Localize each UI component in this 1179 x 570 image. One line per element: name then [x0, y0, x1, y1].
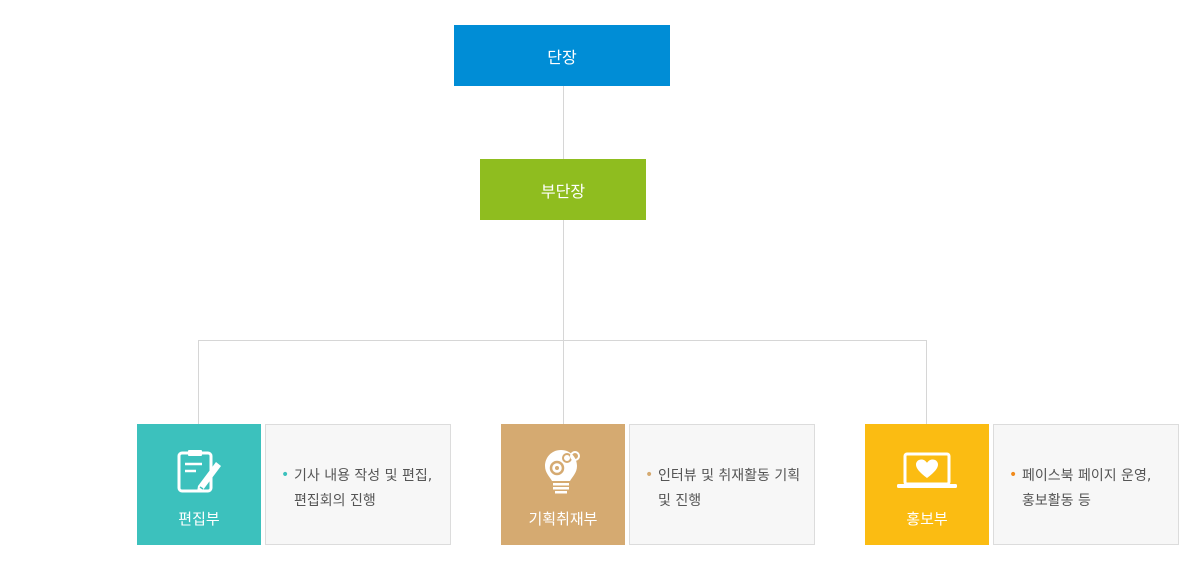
- connector-head-vice: [563, 86, 564, 159]
- vice-head-label: 부단장: [540, 181, 586, 201]
- dept-desc-editorial: • 기사 내용 작성 및 편집, 편집회의 진행: [265, 424, 451, 545]
- dept-label-planning: 기획취재부: [528, 510, 598, 528]
- connector-vice-branch: [563, 220, 564, 424]
- edit-document-icon: [177, 450, 221, 493]
- connector-pr: [926, 340, 927, 424]
- vice-head-box: 부단장: [480, 159, 646, 220]
- dept-desc-planning: • 인터뷰 및 취재활동 기획 및 진행: [629, 424, 815, 545]
- head-box: 단장: [454, 25, 670, 86]
- dept-desc-text-pr: 페이스북 페이지 운영, 홍보활동 등: [1022, 468, 1152, 509]
- laptop-heart-icon: [897, 452, 957, 488]
- dept-desc-text-planning: 인터뷰 및 취재활동 기획 및 진행: [658, 468, 801, 509]
- bullet-icon: •: [281, 467, 290, 483]
- bullet-icon: •: [1009, 467, 1018, 483]
- lightbulb-gear-icon: [545, 450, 580, 494]
- dept-tile-editorial: 편집부: [137, 424, 261, 545]
- dept-tile-pr: 홍보부: [865, 424, 989, 545]
- dept-desc-pr: • 페이스북 페이지 운영, 홍보활동 등: [993, 424, 1179, 545]
- connector-horizontal: [198, 340, 927, 341]
- bullet-icon: •: [645, 467, 654, 483]
- dept-tile-planning: 기획취재부: [501, 424, 625, 545]
- dept-desc-text-editorial: 기사 내용 작성 및 편집, 편집회의 진행: [294, 468, 433, 509]
- dept-label-editorial: 편집부: [178, 510, 220, 528]
- head-label: 단장: [547, 47, 577, 67]
- dept-label-pr: 홍보부: [906, 510, 948, 528]
- connector-editorial: [198, 340, 199, 424]
